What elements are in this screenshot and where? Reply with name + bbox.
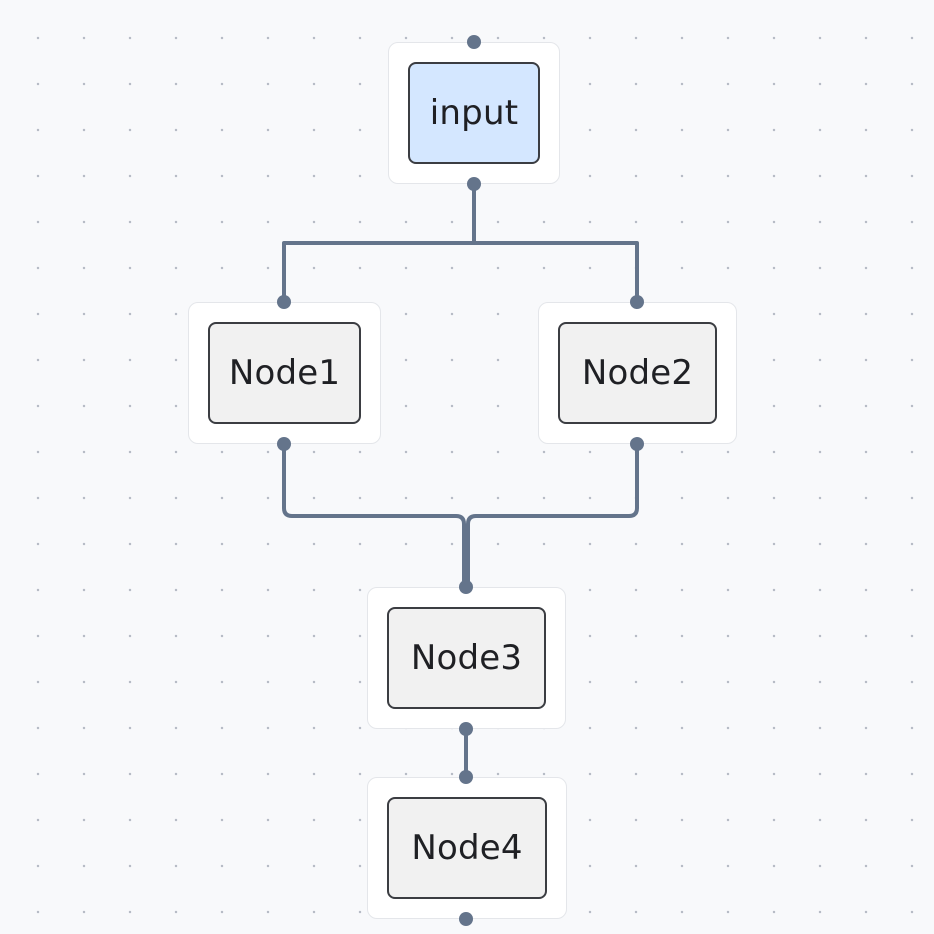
node-input-container[interactable]: input (388, 42, 560, 184)
node-4[interactable]: Node4 (387, 797, 547, 899)
node-input-label: input (429, 93, 519, 133)
node-3-label: Node3 (410, 638, 523, 678)
edge-input-node1[interactable] (282, 184, 476, 302)
edge-node1-node3[interactable] (282, 444, 466, 587)
node-input[interactable]: input (408, 62, 540, 164)
node-3[interactable]: Node3 (387, 607, 546, 709)
node-4-container[interactable]: Node4 (367, 777, 567, 919)
node-2-container[interactable]: Node2 (538, 302, 737, 444)
node-2-label: Node2 (581, 353, 694, 393)
handle-node2-target[interactable] (630, 295, 644, 309)
node-4-label: Node4 (411, 828, 523, 868)
handle-node2-source[interactable] (630, 437, 644, 451)
handle-node3-source[interactable] (459, 722, 473, 736)
node-2[interactable]: Node2 (558, 322, 717, 424)
handle-node1-target[interactable] (277, 295, 291, 309)
handle-node3-target[interactable] (459, 580, 473, 594)
handle-input-target[interactable] (467, 35, 481, 49)
edge-input-node2[interactable] (472, 184, 639, 302)
handle-node4-target[interactable] (459, 770, 473, 784)
handle-node1-source[interactable] (277, 437, 291, 451)
edge-node2-node3[interactable] (466, 444, 639, 587)
node-1-container[interactable]: Node1 (188, 302, 381, 444)
node-3-container[interactable]: Node3 (367, 587, 566, 729)
node-1[interactable]: Node1 (208, 322, 361, 424)
handle-input-source[interactable] (467, 177, 481, 191)
node-1-label: Node1 (228, 353, 341, 393)
handle-node4-source[interactable] (459, 912, 473, 926)
